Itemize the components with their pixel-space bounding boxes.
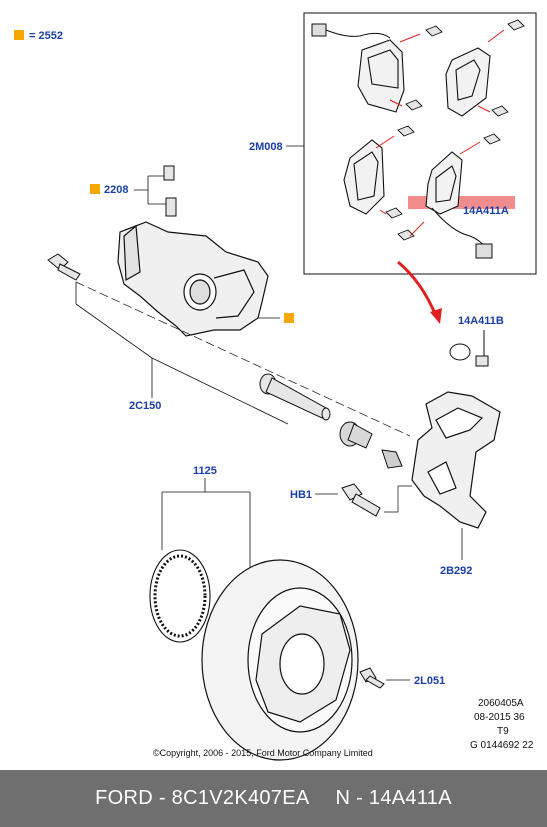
legend-text: = 2552	[29, 30, 63, 42]
big-red-arrow	[397, 260, 438, 317]
wear-sensor-wire-top	[311, 23, 391, 39]
caliper-anchor-bracket	[411, 391, 501, 529]
wear-clip-14A411B	[449, 330, 489, 367]
label-2C150: 2C150	[129, 400, 161, 412]
guide-pin	[259, 373, 331, 421]
copyright-text: ©Copyright, 2006 - 2015, Ford Motor Comp…	[153, 748, 373, 758]
inset-box	[303, 12, 537, 275]
guide-pin-boot	[339, 421, 373, 449]
info-line-1: 2060405A	[478, 698, 524, 709]
bracket-bolt	[341, 483, 381, 517]
guide-bushing	[381, 449, 403, 469]
brake-disc	[201, 559, 359, 761]
legend-swatch	[14, 30, 24, 40]
label-2M008: 2M008	[249, 141, 283, 153]
red-arrows-inset	[375, 29, 505, 237]
label-2B292: 2B292	[440, 565, 472, 577]
label-1125: 1125	[193, 465, 217, 477]
label-HB1: HB1	[290, 489, 312, 501]
brake-pad-bottom-left	[343, 139, 385, 215]
callout-2208-swatch	[90, 184, 100, 194]
footer-text: FORD - 8C1V2K407EA N - 14A411A	[95, 787, 452, 810]
label-14A411A: 14A411A	[463, 205, 509, 217]
pad-clips	[385, 19, 525, 241]
info-line-4: G 0144692 22	[470, 740, 534, 751]
parts-diagram: = 2552 2M008	[14, 12, 537, 761]
callout-caliper-swatch	[284, 313, 294, 323]
brake-pad-bottom-right	[425, 151, 463, 215]
footer-ford-number: N - 14A411A	[335, 787, 452, 809]
brake-caliper	[117, 221, 269, 337]
disc-retaining-screw	[359, 667, 385, 689]
leader-1125	[161, 478, 251, 580]
label-2L051: 2L051	[414, 675, 445, 687]
caliper-bolt	[47, 253, 81, 281]
big-red-arrow-head	[430, 308, 442, 324]
bleeder-screw	[163, 165, 177, 217]
footer-part-number: FORD - 8C1V2K407EA	[95, 787, 310, 809]
label-2208: 2208	[104, 184, 128, 196]
brake-pad-top-right	[445, 47, 491, 117]
wear-sensor-wire-bottom	[431, 207, 493, 259]
leader-2C150	[75, 282, 289, 425]
part-footer: FORD - 8C1V2K407EA N - 14A411A	[0, 770, 547, 827]
info-line-2: 08-2015 36	[474, 712, 525, 723]
bracket-to-bolt-line	[384, 485, 412, 513]
brake-pad-top-left	[357, 39, 405, 113]
leader-2208	[134, 175, 166, 205]
abs-tone-ring	[149, 549, 211, 643]
exploded-axis-line	[75, 281, 411, 437]
label-14A411B: 14A411B	[458, 315, 504, 327]
info-line-3: T9	[497, 726, 509, 737]
